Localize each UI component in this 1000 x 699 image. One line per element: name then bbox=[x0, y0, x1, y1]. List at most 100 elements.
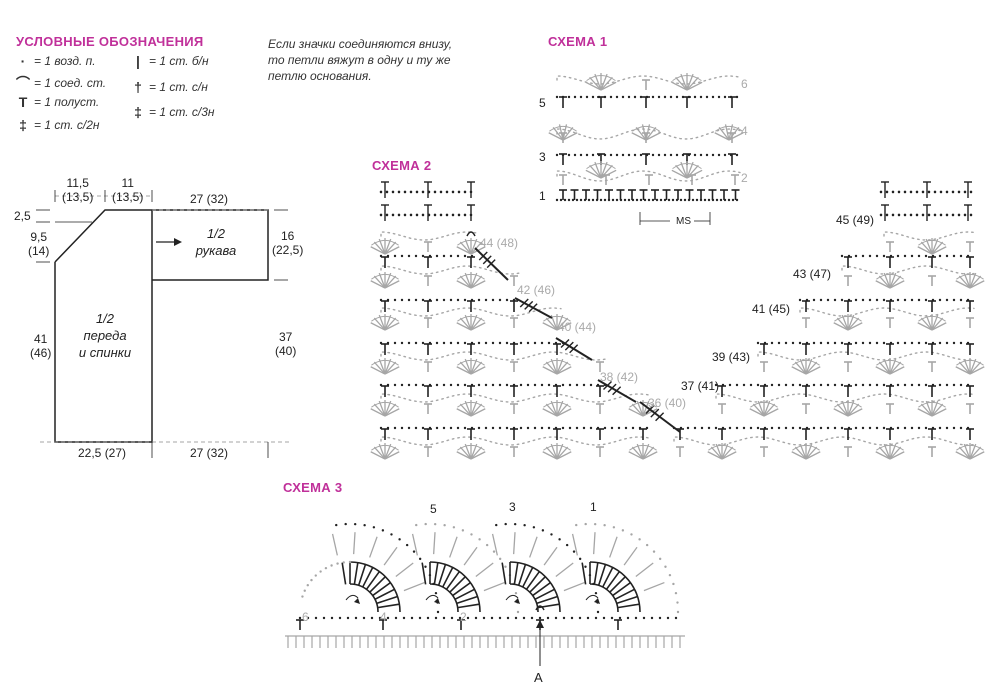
scheme2-title: СХЕМА 2 bbox=[372, 158, 432, 173]
chain-mark bbox=[610, 616, 614, 620]
double-crochet-mark bbox=[369, 576, 386, 593]
chain-mark bbox=[938, 254, 942, 258]
chain-mark bbox=[957, 213, 961, 217]
chain-mark bbox=[591, 153, 595, 157]
shell-stitch-mark bbox=[470, 403, 483, 417]
chain-mark bbox=[676, 601, 679, 604]
chain-mark bbox=[715, 198, 719, 202]
repeat-label: MS bbox=[676, 216, 691, 227]
shell-stitch-mark bbox=[805, 443, 813, 460]
chain-mark bbox=[421, 426, 425, 430]
shell-stitch-mark bbox=[464, 358, 472, 375]
chain-mark bbox=[861, 341, 865, 345]
chain-wave-mark bbox=[380, 265, 520, 275]
chain-mark bbox=[348, 560, 352, 564]
chain-mark bbox=[671, 198, 675, 202]
chain-mark bbox=[903, 426, 907, 430]
chain-mark bbox=[791, 426, 795, 430]
chain-mark bbox=[882, 426, 886, 430]
shell-stitch-mark bbox=[917, 408, 933, 417]
shell-stitch-mark bbox=[686, 73, 694, 91]
shell-stitch-mark bbox=[550, 358, 558, 375]
chain-mark bbox=[819, 341, 823, 345]
shell-stitch-mark bbox=[728, 132, 744, 141]
chain-mark bbox=[909, 190, 913, 194]
chain-mark bbox=[854, 254, 858, 258]
chain-mark bbox=[421, 341, 425, 345]
chain-mark bbox=[442, 298, 446, 302]
legend-label: = 1 ст. с/2н bbox=[34, 118, 100, 132]
chain-mark bbox=[840, 383, 844, 387]
shell-stitch-mark bbox=[833, 408, 849, 417]
shell-stitch-mark bbox=[931, 238, 939, 255]
shell-arc-mark bbox=[371, 401, 399, 408]
chain-mark bbox=[589, 426, 593, 430]
chain-mark bbox=[482, 616, 486, 620]
double-crochet-mark bbox=[593, 562, 599, 585]
chain-mark bbox=[393, 298, 397, 302]
chain-mark bbox=[626, 616, 630, 620]
shell-stitch-mark bbox=[931, 322, 947, 331]
chain-mark bbox=[693, 95, 697, 99]
chain-mark bbox=[939, 213, 943, 217]
legend-item-slip: ⌒ = 1 соед. ст. bbox=[16, 73, 106, 93]
chain-mark bbox=[582, 383, 586, 387]
dim-right-body: 37 (40) bbox=[275, 330, 296, 358]
shell-stitch-mark bbox=[459, 361, 472, 375]
shell-stitch-mark bbox=[931, 400, 939, 417]
shell-stitch-mark bbox=[594, 161, 602, 179]
pattern-schematic bbox=[36, 190, 290, 458]
double-crochet-mark bbox=[353, 562, 359, 585]
shell-stitch-mark bbox=[384, 446, 397, 460]
double-crochet-mark bbox=[529, 576, 546, 593]
chain-mark bbox=[663, 198, 667, 202]
chain-mark bbox=[540, 426, 544, 430]
chain-mark bbox=[484, 341, 488, 345]
chain-mark bbox=[723, 198, 727, 202]
chain-mark bbox=[897, 190, 901, 194]
chain-mark bbox=[826, 298, 830, 302]
outer-stitch-mark bbox=[352, 532, 356, 555]
chain-mark bbox=[639, 95, 643, 99]
legend-label: = 1 ст. с/н bbox=[149, 80, 208, 94]
chain-mark bbox=[596, 610, 600, 614]
chain-mark bbox=[414, 341, 418, 345]
chain-mark bbox=[386, 616, 390, 620]
chain-mark bbox=[409, 190, 413, 194]
legend-label: = 1 ст. с/3н bbox=[149, 105, 215, 119]
chain-mark bbox=[663, 153, 667, 157]
chain-mark bbox=[735, 426, 739, 430]
chain-mark bbox=[433, 522, 437, 526]
chain-mark bbox=[449, 426, 453, 430]
shell-arc-mark bbox=[457, 444, 485, 451]
dim-left-body: 41 (46) bbox=[30, 332, 51, 360]
chain-mark bbox=[477, 341, 481, 345]
chain-mark bbox=[676, 610, 680, 614]
shell-stitch-mark bbox=[642, 408, 658, 417]
shell-stitch-mark bbox=[958, 275, 971, 289]
chain-mark bbox=[505, 426, 509, 430]
shell-stitch-mark bbox=[464, 400, 472, 417]
chain-mark bbox=[921, 213, 925, 217]
shell-stitch-mark bbox=[589, 164, 602, 179]
chain-mark bbox=[398, 538, 401, 541]
chain-mark bbox=[412, 550, 416, 553]
dim-value: 41 bbox=[33, 332, 48, 346]
chain-mark bbox=[415, 213, 419, 217]
outer-stitch-mark bbox=[635, 562, 654, 577]
chain-mark bbox=[442, 341, 446, 345]
label-line: рукава bbox=[195, 243, 237, 258]
shell-stitch-mark bbox=[470, 280, 486, 289]
dim-bottom-sleeve: 27 (32) bbox=[190, 446, 229, 460]
shell-stitch-mark bbox=[470, 446, 483, 460]
note-line: петлю основания. bbox=[268, 69, 372, 83]
shell-stitch-mark bbox=[875, 451, 891, 460]
shell-stitch-mark bbox=[847, 400, 855, 417]
chain-mark bbox=[393, 341, 397, 345]
chain-mark bbox=[868, 254, 872, 258]
chain-mark bbox=[875, 426, 879, 430]
legend-item-chain: · = 1 возд. п. bbox=[16, 53, 96, 69]
outer-stitch-mark bbox=[609, 536, 618, 558]
chain-mark bbox=[532, 526, 536, 529]
